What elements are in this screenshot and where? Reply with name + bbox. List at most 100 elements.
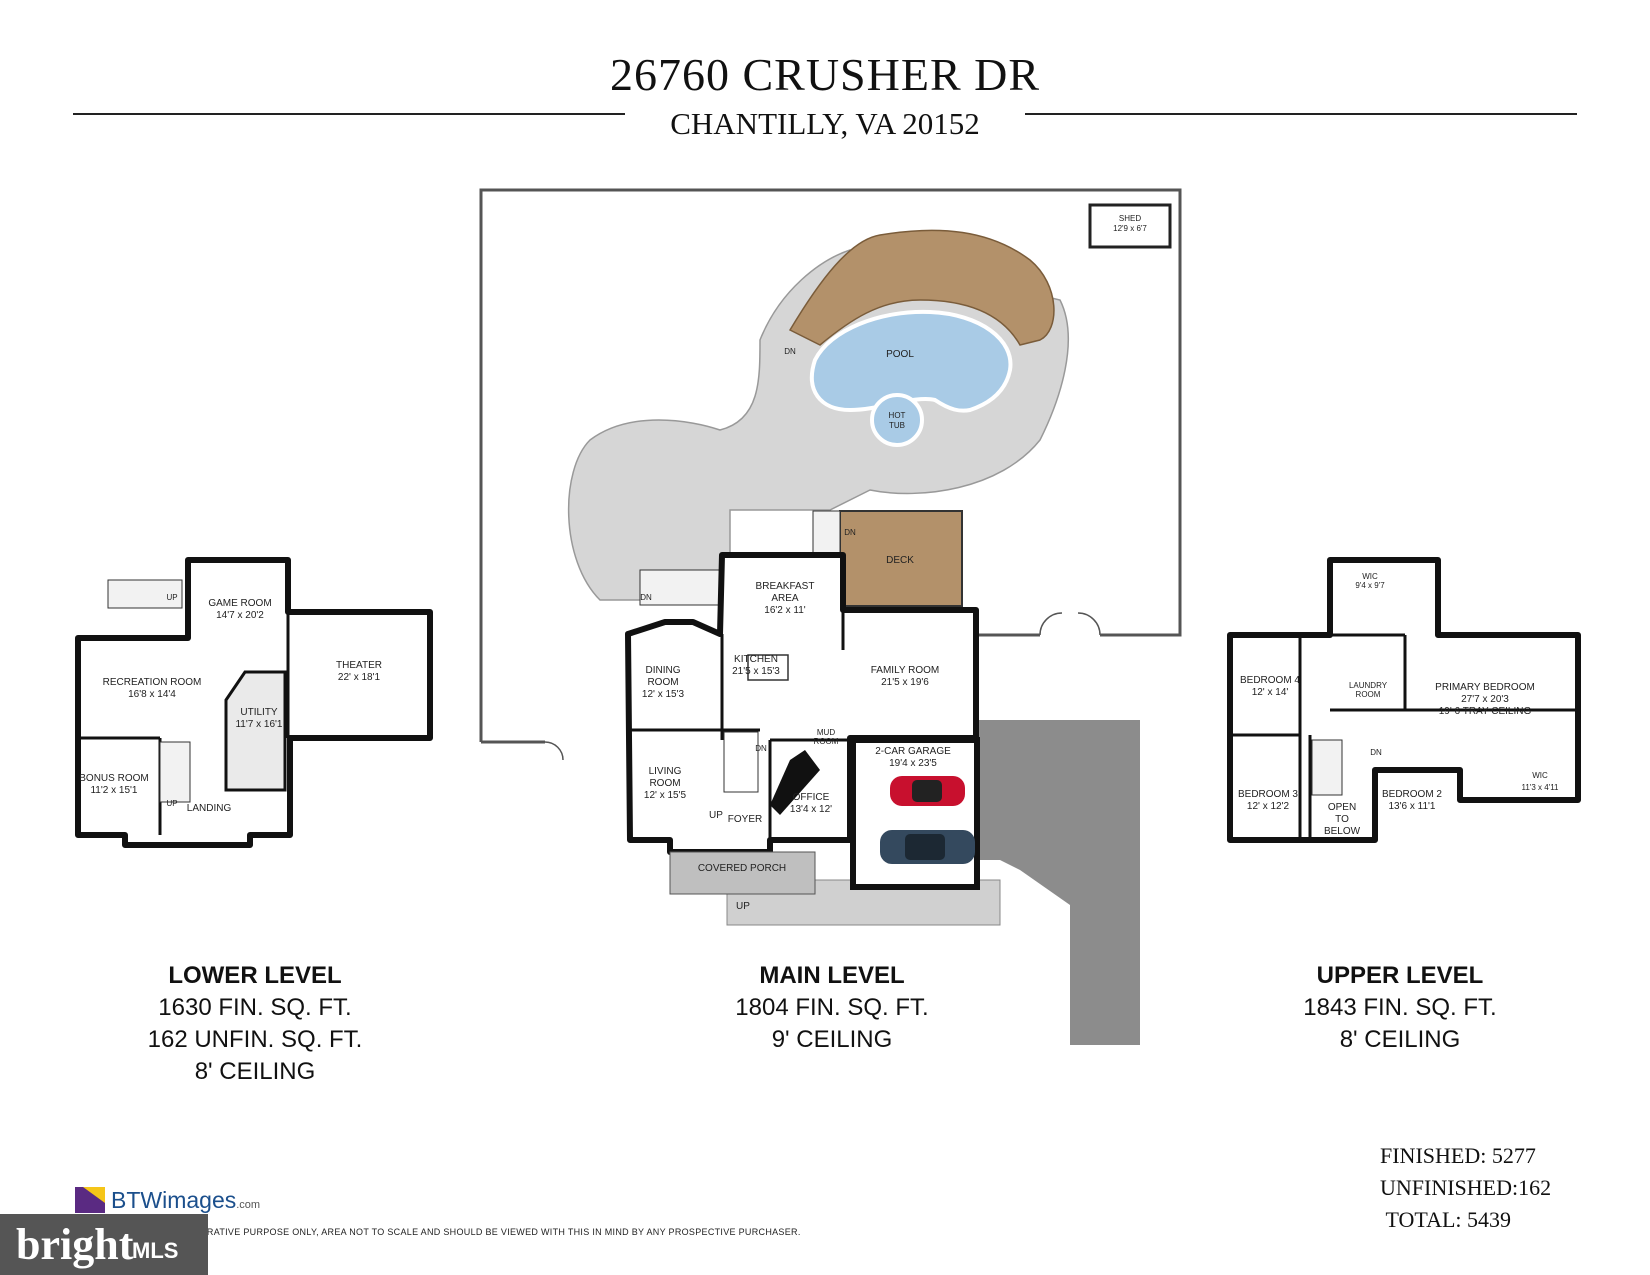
label-family-dim: 21'5 x 19'6	[881, 677, 929, 688]
lower-stairs-up	[107, 579, 183, 609]
label-shed: SHED	[1119, 214, 1141, 223]
unfinished-row: UNFINISHED:162	[1380, 1172, 1551, 1204]
label-garage-dim: 19'4 x 23'5	[889, 758, 937, 769]
hot-tub	[870, 393, 924, 447]
label-deck: DECK	[886, 555, 914, 566]
label-shed-dim: 12'9 x 6'7	[1113, 224, 1147, 233]
label-bed2-dim: 13'6 x 11'1	[1388, 801, 1435, 812]
label-dining-2: ROOM	[647, 677, 678, 688]
label-dining: DINING	[646, 665, 681, 676]
label-mud-room: MUD	[817, 728, 835, 737]
label-living-2: ROOM	[649, 778, 680, 789]
total-row: TOTAL: 5439	[1380, 1204, 1551, 1236]
kitchen-island	[747, 654, 789, 681]
shed	[1088, 203, 1172, 249]
label-bed3-dim: 12' x 12'2	[1247, 801, 1290, 812]
interior-walls	[630, 610, 850, 840]
label-pool: POOL	[886, 349, 914, 360]
label-dn-patio: DN	[640, 593, 652, 602]
lower-level-unfin: 162 UNFIN. SQ. FT.	[147, 1026, 363, 1053]
label-recreation-dim: 16'8 x 14'4	[128, 689, 176, 700]
label-wic-upper: WIC	[1362, 572, 1378, 581]
label-mud-room-2: ROOM	[814, 737, 839, 746]
label-foyer: FOYER	[728, 814, 762, 825]
title-rule-left	[73, 113, 625, 115]
label-game-dim: 14'7 x 20'2	[216, 610, 264, 621]
upper-level-ceiling: 8' CEILING	[1339, 1026, 1461, 1053]
label-laundry: LAUNDRY	[1349, 681, 1388, 690]
label-breakfast-2: AREA	[771, 593, 799, 604]
upper-level-summary: UPPER LEVEL 1843 FIN. SQ. FT. 8' CEILING	[1220, 960, 1580, 1056]
gate-swing	[544, 741, 564, 761]
label-bed3: BEDROOM 3	[1238, 789, 1298, 800]
double-gate	[1039, 612, 1101, 636]
bright-logo-text: bright	[16, 1220, 134, 1269]
disclaimer-text: USTRATIVE PURPOSE ONLY, AREA NOT TO SCAL…	[188, 1227, 801, 1237]
page-subtitle: CHANTILLY, VA 20152	[0, 106, 1650, 141]
deck-stairs	[812, 510, 841, 557]
covered-porch	[669, 851, 816, 895]
patio-stairs	[639, 569, 731, 606]
square-footage-totals: FINISHED: 5277 UNFINISHED:162 TOTAL: 543…	[1380, 1140, 1551, 1236]
finished-row: FINISHED: 5277	[1380, 1140, 1551, 1172]
label-theater: THEATER	[336, 660, 382, 671]
label-primary-dim: 27'7 x 20'3	[1461, 694, 1509, 705]
label-dn-main: DN	[755, 744, 767, 753]
label-family: FAMILY ROOM	[871, 665, 940, 676]
label-theater-dim: 22' x 18'1	[338, 672, 381, 683]
lower-level-summary: LOWER LEVEL 1630 FIN. SQ. FT. 162 UNFIN.…	[75, 960, 435, 1088]
finished-label: FINISHED:	[1380, 1143, 1487, 1168]
pool	[809, 309, 1013, 413]
label-utility-dim: 11'7 x 16'1	[235, 719, 282, 730]
main-level-summary: MAIN LEVEL 1804 FIN. SQ. FT. 9' CEILING	[652, 960, 1012, 1056]
label-open-below-3: BELOW	[1324, 826, 1361, 837]
label-wic-small: WIC	[1532, 771, 1548, 780]
red-car-icon	[890, 776, 965, 806]
main-staircase-wall	[770, 750, 820, 815]
driveway	[975, 720, 1140, 1045]
label-hot-tub: HOT	[889, 411, 906, 420]
upper-stairs	[1311, 739, 1343, 796]
label-office-dim: 13'4 x 12'	[790, 804, 832, 815]
address-city: CHANTILLY, VA 20152	[658, 106, 992, 141]
btw-logo-icon	[75, 1187, 105, 1213]
main-level-plan: SHED 12'9 x 6'7 POOL HOT TUB DECK DN DN …	[479, 188, 1182, 1045]
label-breakfast-dim: 16'2 x 11'	[764, 605, 806, 616]
total-value: 5439	[1467, 1207, 1512, 1232]
lower-level-fin: 1630 FIN. SQ. FT.	[158, 994, 352, 1021]
lower-level-ceiling: 8' CEILING	[194, 1058, 316, 1085]
lower-level-plan: UP GAME ROOM 14'7 x 20'2 THEATER 22' x 1…	[75, 557, 433, 848]
label-bonus: BONUS ROOM	[79, 773, 148, 784]
label-up-porch: UP	[736, 901, 750, 912]
label-porch: COVERED PORCH	[698, 863, 786, 874]
unfinished-label: UNFINISHED:	[1380, 1175, 1519, 1200]
label-bed4: BEDROOM 4	[1240, 675, 1300, 686]
label-bed2: BEDROOM 2	[1382, 789, 1442, 800]
label-dining-dim: 12' x 15'3	[642, 689, 685, 700]
bright-mls-logo: bright MLS	[0, 1214, 208, 1275]
label-open-below-2: TO	[1335, 814, 1349, 825]
mls-logo-text: MLS	[132, 1238, 179, 1263]
rear-deck	[839, 510, 963, 607]
blue-car-icon	[880, 830, 975, 864]
btw-logo-text: BTWimages.com	[111, 1187, 260, 1214]
label-bonus-dim: 11'2 x 15'1	[90, 785, 137, 796]
lower-level-name: LOWER LEVEL	[168, 962, 342, 989]
page-title: 26760 CRUSHER DR	[609, 49, 1041, 100]
upper-level-name: UPPER LEVEL	[1316, 962, 1484, 989]
label-primary: PRIMARY BEDROOM	[1435, 682, 1535, 693]
label-living: LIVING	[649, 766, 682, 777]
upper-level-fin: 1843 FIN. SQ. FT.	[1303, 994, 1497, 1021]
label-wic-upper-dim: 9'4 x 9'7	[1355, 581, 1385, 590]
label-utility: UTILITY	[240, 707, 278, 718]
pool-wood-deck	[788, 229, 1055, 346]
label-up-landing: UP	[166, 799, 177, 808]
label-garage: 2-CAR GARAGE	[875, 746, 951, 757]
upper-interior-walls	[1230, 633, 1578, 840]
label-dn-deck: DN	[844, 528, 856, 537]
label-game: GAME ROOM	[208, 598, 271, 609]
label-up-lower: UP	[166, 593, 177, 602]
total-label: TOTAL:	[1385, 1207, 1462, 1232]
finished-value: 5277	[1491, 1143, 1536, 1168]
